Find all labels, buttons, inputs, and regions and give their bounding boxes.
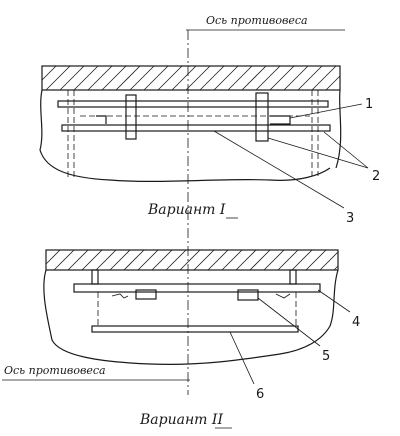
variant-1-caption: Вариант I (147, 202, 226, 218)
variant-2-bolt-marks-right (275, 293, 291, 299)
variant-1-slab-hatch-line (325, 75, 341, 91)
variant-2-slab-hatch-line (179, 249, 201, 271)
callout-3: 3 (346, 211, 354, 226)
variant-2-slab-hatch-line (45, 249, 61, 265)
variant-2-beam (73, 283, 321, 293)
variant-1-small-bracket (96, 115, 107, 124)
variant-1-slab-hatch-line (241, 65, 267, 91)
variant-2-slab (45, 249, 339, 271)
variant-1-beam-upper (57, 100, 329, 108)
variant-2-slab-hatch-line (165, 249, 187, 271)
variant-1-slab-hatching (41, 65, 341, 91)
callout-6: 6 (256, 387, 264, 402)
leader-1 (289, 103, 363, 119)
variant-2-slab-hatch-line (193, 249, 215, 271)
variant-1-slab (41, 65, 341, 91)
variant-2-post-left (91, 269, 99, 285)
callout-2: 2 (372, 169, 380, 184)
variant-1-slab-hatch-line (41, 65, 57, 81)
variant-2-break-line (43, 269, 339, 365)
variant-1-slab-hatch-line (45, 65, 71, 91)
variant-2-slab-hatch-line (319, 251, 339, 271)
variant-1-slab-hatch-line (59, 65, 85, 91)
variant-2-slab-hatch-line (221, 249, 243, 271)
variant-1-slab-hatch-line (101, 65, 127, 91)
variant-1-slab-hatch-line (199, 65, 225, 91)
leader-4 (317, 289, 351, 313)
variant-2-slab-hatch-line (53, 249, 75, 271)
variant-1-slab-hatch-line (143, 65, 169, 91)
variant-2-slab-hatch-line (249, 249, 271, 271)
variant-1-slab-hatch-line (87, 65, 113, 91)
variant-2-bottom-bar (91, 325, 299, 333)
leader-3 (213, 130, 345, 209)
variant-1-slab-hatch-line (129, 65, 155, 91)
variant-1-clamp-left (125, 94, 137, 140)
variant-1-clamp-right (255, 92, 269, 142)
variant-1-break-line-right (335, 89, 342, 169)
top-axis-label-group: Ось противовеса (186, 14, 345, 31)
leader-2b (323, 131, 369, 169)
variant-2-caption: Вариант II (139, 412, 223, 428)
variant-1-slab-hatch-line (255, 65, 281, 91)
callout-1: 1 (365, 97, 373, 112)
variant-1-slab-hatch-line (185, 65, 211, 91)
variant-1-slab-hatch-line (73, 65, 99, 91)
variant-2-slab-hatch-line (67, 249, 89, 271)
variant-1-beam-lower (61, 124, 331, 132)
variant-1-slab-hatch-line (171, 65, 197, 91)
variant-2-slab-hatch-line (333, 265, 339, 271)
variant-2-slab-hatch-line (207, 249, 229, 271)
leader-2a (267, 137, 369, 169)
callout-5: 5 (322, 349, 330, 364)
axis-label-top: Ось противовеса (206, 14, 308, 27)
variant-2-slab-hatch-line (263, 249, 285, 271)
variant-1-slab-hatch-line (311, 65, 337, 91)
variant-2-slab-hatching (45, 249, 339, 271)
variant-2-slab-hatch-line (277, 249, 299, 271)
variant-2-slab-hatch-line (95, 249, 117, 271)
leader-5 (257, 297, 321, 347)
variant-2-slab-hatch-line (137, 249, 159, 271)
variant-2-slab-hatch-line (305, 249, 327, 271)
variant-1-slab-hatch-line (227, 65, 253, 91)
variant-2-slab-hatch-line (109, 249, 131, 271)
variant-1-slab-hatch-line (157, 65, 183, 91)
variant-2-drawing: 4 5 6 Ось противовеса Вариант II (2, 249, 360, 429)
variant-2-slab-hatch-line (81, 249, 103, 271)
variant-2-slab-hatch-line (151, 249, 173, 271)
variant-2-bolt-marks-left (111, 293, 129, 299)
variant-1-slab-hatch-line (213, 65, 239, 91)
variant-1-slab-hatch-line (297, 65, 323, 91)
variant-1-slab-hatch-line (283, 65, 309, 91)
variant-2-slab-hatch-line (235, 249, 257, 271)
variant-2-clamp-right (237, 289, 259, 301)
variant-1-slab-hatch-line (115, 65, 141, 91)
variant-2-clamp-left (135, 289, 157, 300)
leader-6 (229, 331, 255, 385)
variant-1-slab-hatch-line (269, 65, 295, 91)
variant-1-break-line (39, 89, 331, 182)
variant-2-post-right (289, 269, 297, 285)
callout-4: 4 (352, 315, 360, 330)
variant-1-bracket (270, 115, 291, 125)
variant-2-slab-hatch-line (123, 249, 145, 271)
variant-2-slab-hatch-line (291, 249, 313, 271)
axis-label-bottom: Ось противовеса (4, 364, 106, 377)
variant-1-drawing: 1 2 3 Вариант I (39, 65, 380, 226)
